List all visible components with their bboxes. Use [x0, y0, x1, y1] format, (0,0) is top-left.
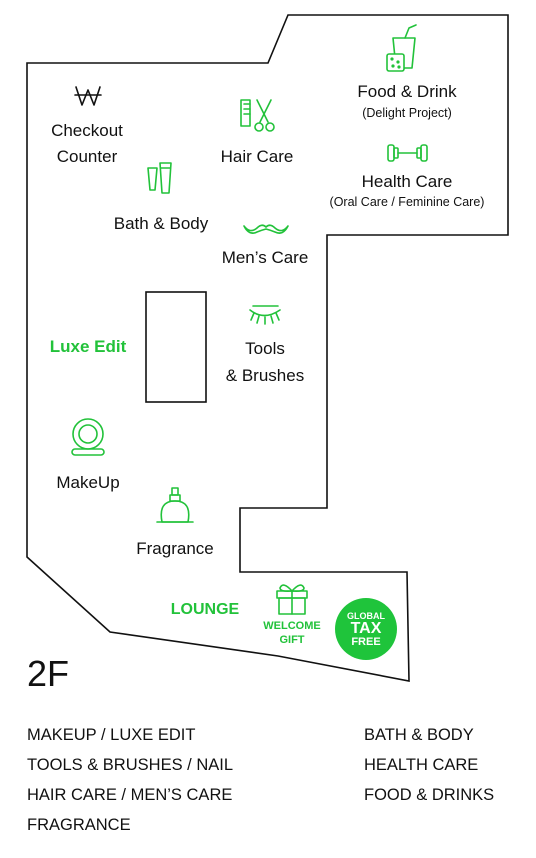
health-care-label: Health Care — [361, 172, 453, 191]
tubes-icon — [147, 162, 172, 194]
food-drink-label: Food & Drink — [357, 82, 457, 101]
compact-mirror-icon — [71, 418, 105, 456]
legend-right-2: FOOD & DRINKS — [364, 786, 495, 804]
health-care-sub: (Oral Care / Feminine Care) — [329, 195, 485, 209]
welcome-gift-line2: GIFT — [279, 634, 305, 646]
drink-cookie-icon — [386, 24, 417, 72]
legend-left-2: HAIR CARE / MEN’S CARE — [27, 786, 233, 804]
fragrance-label: Fragrance — [136, 539, 214, 558]
legend-right-0: BATH & BODY — [364, 726, 474, 744]
floor-outline — [26, 14, 509, 682]
checkout-label-line2: Counter — [56, 147, 118, 166]
won-currency-icon — [74, 86, 102, 106]
tools-label-line1: Tools — [245, 339, 285, 358]
legend-left-1: TOOLS & BRUSHES / NAIL — [27, 756, 234, 774]
legend-right-1: HEALTH CARE — [364, 756, 479, 774]
legend-left-3: FRAGRANCE — [27, 816, 131, 834]
mens-care-label: Men’s Care — [221, 248, 309, 267]
hair-tools-icon — [240, 99, 275, 132]
makeup-label: MakeUp — [56, 473, 120, 492]
tax-free-badge: GLOBAL TAX FREE — [335, 598, 397, 660]
legend-left-0: MAKEUP / LUXE EDIT — [27, 726, 196, 744]
food-drink-sub: (Delight Project) — [362, 106, 452, 120]
bath-body-label: Bath & Body — [113, 214, 209, 233]
luxe-edit-display — [145, 291, 207, 403]
luxe-edit-label: Luxe Edit — [49, 337, 127, 356]
checkout-label-line1: Checkout — [51, 121, 123, 140]
mustache-icon — [243, 224, 289, 234]
tools-label-line2: & Brushes — [225, 366, 305, 385]
floor-number: 2F — [27, 653, 70, 694]
perfume-bottle-icon — [156, 487, 194, 523]
lounge-label: LOUNGE — [170, 601, 240, 618]
tax-free-line2: TAX — [350, 619, 382, 637]
eyelash-icon — [249, 305, 281, 325]
tax-free-line3: FREE — [351, 635, 381, 648]
tax-free-line1: GLOBAL — [347, 610, 385, 621]
gift-icon — [276, 584, 308, 615]
dumbbell-icon — [387, 144, 428, 162]
hair-care-label: Hair Care — [220, 147, 294, 166]
welcome-gift-line1: WELCOME — [263, 620, 321, 632]
